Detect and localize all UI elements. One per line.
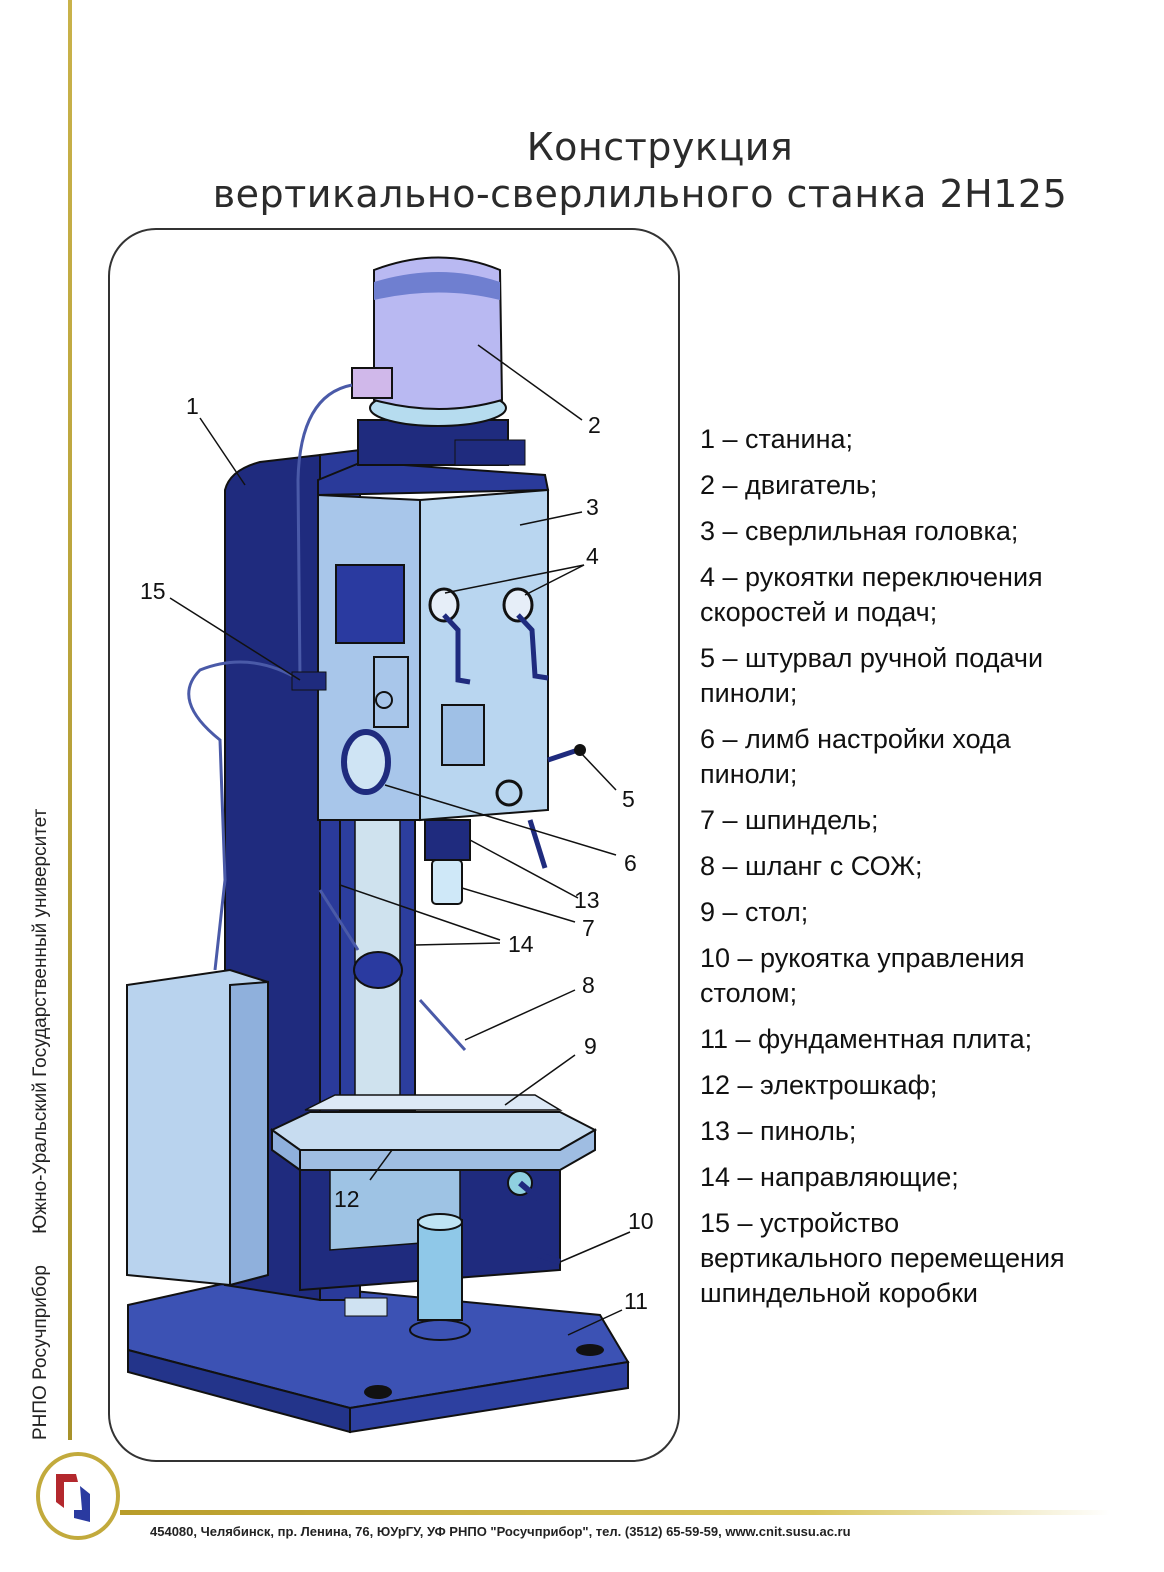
legend-item-line: 3 – сверлильная головка; bbox=[700, 516, 1019, 546]
callout-1: 1 bbox=[186, 393, 199, 419]
legend-item-line: 8 – шланг с СОЖ; bbox=[700, 851, 923, 881]
legend-item-line: 2 – двигатель; bbox=[700, 470, 878, 500]
callout-8: 8 bbox=[582, 972, 595, 998]
legend-item: 4 – рукоятки переключения скоростей и под… bbox=[700, 560, 1065, 630]
legend-item: 15 – устройство вертикального перемещения… bbox=[700, 1206, 1065, 1311]
gold-vertical-rule bbox=[68, 0, 72, 1440]
callout-12: 12 bbox=[334, 1186, 360, 1212]
title-line-2: вертикально-сверлильного станка 2Н125 bbox=[212, 172, 1068, 216]
parts-legend: 1 – станина; 2 – двигатель; 3 – сверлильна… bbox=[700, 422, 1065, 1322]
legend-item-line: 13 – пиноль; bbox=[700, 1116, 857, 1146]
legend-item: 6 – лимб настройки хода пиноли; bbox=[700, 722, 1065, 792]
legend-item: 9 – стол; bbox=[700, 895, 1065, 930]
callout-7: 7 bbox=[582, 915, 595, 941]
footer-address: 454080, Челябинск, пр. Ленина, 76, ЮУрГУ… bbox=[150, 1524, 851, 1539]
legend-item-line: скоростей и подач; bbox=[700, 597, 938, 627]
legend-item: 14 – направляющие; bbox=[700, 1160, 1065, 1195]
legend-item: 5 – штурвал ручной подачи пиноли; bbox=[700, 641, 1065, 711]
coolant-hose bbox=[187, 383, 467, 1052]
rosuchpribor-logo bbox=[34, 1452, 124, 1547]
legend-item-line: 10 – рукоятка управления bbox=[700, 943, 1025, 973]
legend-item-line: 5 – штурвал ручной подачи bbox=[700, 643, 1044, 673]
callout-3: 3 bbox=[586, 494, 599, 520]
legend-item: 3 – сверлильная головка; bbox=[700, 514, 1065, 549]
callout-2: 2 bbox=[588, 412, 601, 438]
legend-item-line: 14 – направляющие; bbox=[700, 1162, 959, 1192]
legend-item: 12 – электрошкаф; bbox=[700, 1068, 1065, 1103]
callout-5: 5 bbox=[622, 786, 635, 812]
motor bbox=[351, 256, 526, 466]
legend-item: 11 – фундаментная плита; bbox=[700, 1022, 1065, 1057]
callout-13: 13 bbox=[574, 887, 600, 913]
legend-item-line: 12 – электрошкаф; bbox=[700, 1070, 938, 1100]
legend-item-line: 4 – рукоятки переключения bbox=[700, 562, 1043, 592]
legend-item: 8 – шланг с СОЖ; bbox=[700, 849, 1065, 884]
callout-14: 14 bbox=[508, 931, 534, 957]
callout-10: 10 bbox=[628, 1208, 654, 1234]
legend-item: 2 – двигатель; bbox=[700, 468, 1065, 503]
legend-item-line: столом; bbox=[700, 978, 798, 1008]
illustration-frame bbox=[108, 228, 680, 1462]
leader-lines bbox=[169, 344, 631, 1336]
callout-9: 9 bbox=[584, 1033, 597, 1059]
drilling-head bbox=[317, 460, 586, 905]
work-table bbox=[270, 1094, 598, 1265]
title-line-1: Конструкция bbox=[526, 125, 794, 169]
legend-item-line: шпиндельной коробки bbox=[700, 1278, 979, 1308]
legend-item-line: 11 – фундаментная плита; bbox=[700, 1024, 1033, 1054]
callout-4: 4 bbox=[586, 543, 599, 569]
legend-item-line: пиноли; bbox=[700, 678, 798, 708]
gold-horizontal-rule bbox=[120, 1510, 1110, 1515]
electric-cabinet bbox=[126, 968, 269, 1287]
legend-item-line: пиноли; bbox=[700, 759, 798, 789]
legend-item-line: 7 – шпиндель; bbox=[700, 805, 879, 835]
legend-item: 1 – станина; bbox=[700, 422, 1065, 457]
table-bracket bbox=[299, 1159, 561, 1341]
work-lamp bbox=[291, 671, 403, 989]
legend-item-line: 9 – стол; bbox=[700, 897, 809, 927]
legend-item: 10 – рукоятка управления столом; bbox=[700, 941, 1065, 1011]
legend-item: 7 – шпиндель; bbox=[700, 803, 1065, 838]
drilling-machine-illustration bbox=[126, 256, 631, 1434]
legend-item: 13 – пиноль; bbox=[700, 1114, 1065, 1149]
callout-6: 6 bbox=[624, 850, 637, 876]
callout-15: 15 bbox=[140, 578, 166, 604]
callout-11: 11 bbox=[624, 1288, 648, 1314]
legend-item-line: вертикального перемещения bbox=[700, 1243, 1065, 1273]
legend-item-line: 1 – станина; bbox=[700, 424, 854, 454]
legend-item-line: 6 – лимб настройки хода bbox=[700, 724, 1011, 754]
legend-item-line: 15 – устройство bbox=[700, 1208, 900, 1238]
foundation-plate bbox=[127, 1278, 630, 1434]
